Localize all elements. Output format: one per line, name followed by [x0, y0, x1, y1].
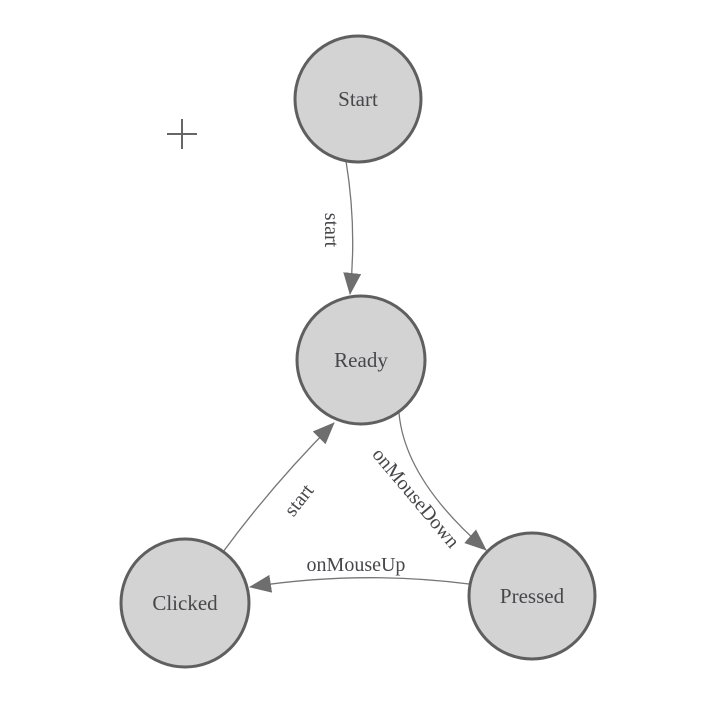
transition-label-ready-to-pressed: onMouseDown: [368, 444, 464, 553]
transition-clicked-to-ready: start: [222, 422, 335, 553]
transition-label-pressed-to-clicked: onMouseUp: [307, 554, 406, 576]
transition-path-start-to-ready[interactable]: [343, 160, 362, 295]
state-node-clicked[interactable]: Clicked: [119, 537, 251, 669]
transition-label-clicked-to-ready: start: [280, 480, 319, 521]
state-circle-pressed[interactable]: [467, 531, 597, 661]
state-label-start: Start: [338, 87, 378, 111]
transition-label-start-to-ready: start: [320, 213, 342, 248]
state-circle-start[interactable]: [293, 34, 423, 164]
state-label-pressed: Pressed: [500, 584, 565, 608]
transition-path-ready-to-pressed[interactable]: [398, 412, 487, 551]
transition-ready-to-pressed: onMouseDown: [368, 412, 487, 553]
state-circle-clicked[interactable]: [119, 537, 251, 669]
transition-start-to-ready: start: [320, 160, 362, 295]
state-node-ready[interactable]: Ready: [295, 294, 427, 426]
origin-cross-icon: [167, 119, 197, 149]
transition-path-clicked-to-ready[interactable]: [222, 422, 335, 553]
transition-path-pressed-to-clicked[interactable]: [249, 574, 470, 593]
transition-pressed-to-clicked: onMouseUp: [249, 554, 470, 593]
state-label-ready: Ready: [334, 348, 388, 372]
state-node-start[interactable]: Start: [293, 34, 423, 164]
state-label-clicked: Clicked: [152, 591, 218, 615]
state-node-pressed[interactable]: Pressed: [467, 531, 597, 661]
state-circle-ready[interactable]: [295, 294, 427, 426]
